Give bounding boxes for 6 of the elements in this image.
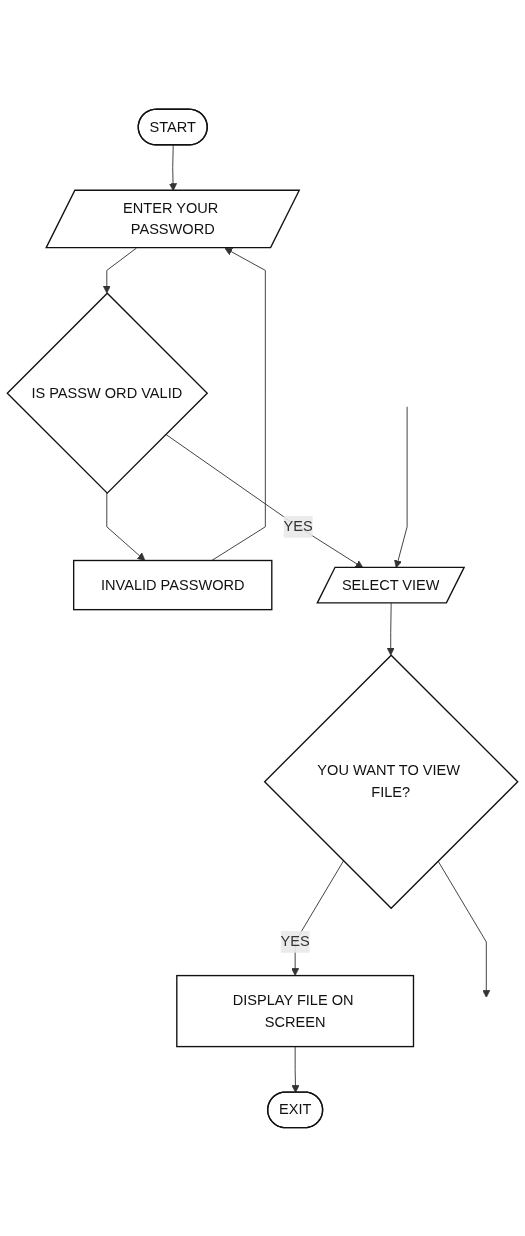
node-box: DISPLAY FILE ON SCREEN [176,974,415,1047]
node-diamond: IS PASSW ORD VALID [6,291,209,494]
edge-label: YES [280,933,310,949]
node-diamond: YOU WANT TO VIEW FILE? [263,653,519,909]
edge-label: YES [283,518,313,534]
node-box: INVALID PASSWORD [73,559,273,610]
